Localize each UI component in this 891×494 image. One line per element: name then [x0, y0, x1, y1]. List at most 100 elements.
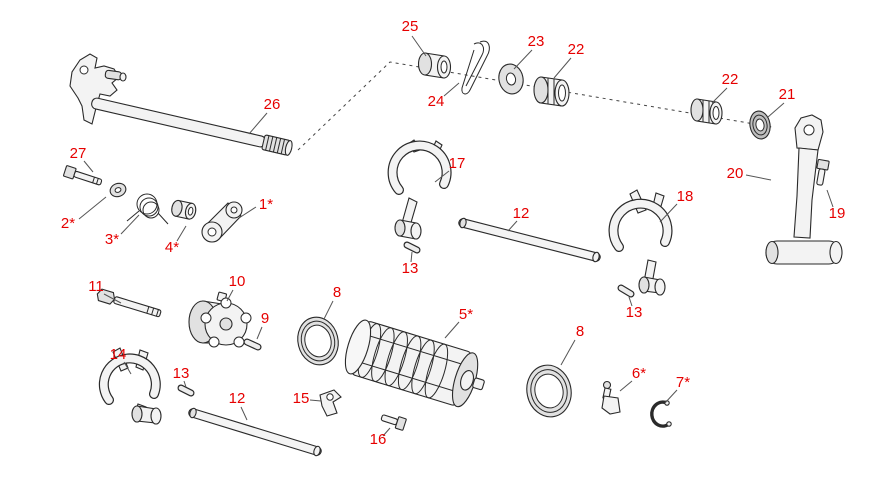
- shift-cam-10: [188, 291, 252, 348]
- parts-artwork: [63, 40, 843, 457]
- shift-link-1: [201, 201, 243, 243]
- pawl-15: [319, 389, 342, 417]
- callout-20-15: 20: [727, 165, 744, 182]
- leader-line-7star-26: [664, 389, 678, 404]
- leader-line-4star-12: [176, 225, 187, 242]
- leader-line-13-28: [183, 380, 187, 388]
- callout-9-21: 9: [261, 310, 269, 327]
- callout-12-13: 12: [513, 205, 530, 222]
- leader-line-22-2: [553, 57, 572, 79]
- leader-line-5star-23: [444, 321, 460, 339]
- bolt-19: [816, 158, 830, 186]
- bushing-25: [417, 52, 452, 79]
- callout-3star-11: 3*: [105, 231, 119, 248]
- bearing-22-left: [533, 76, 570, 107]
- leader-line-25-0: [411, 35, 427, 57]
- leader-line-22-4: [711, 87, 728, 104]
- callout-7star-26: 7*: [676, 374, 690, 391]
- bolt-16: [380, 414, 407, 431]
- callout-16-31: 16: [370, 431, 387, 448]
- callout-12-29: 12: [229, 390, 246, 407]
- leader-line-23-1: [513, 49, 533, 70]
- pin-9: [243, 338, 262, 351]
- leader-line-20-15: [745, 174, 772, 181]
- leader-line-26-6: [248, 112, 268, 135]
- collar-4: [171, 199, 197, 220]
- callout-1star-9: 1*: [259, 196, 273, 213]
- leader-line-2star-10: [78, 196, 107, 220]
- leader-line-24-3: [443, 82, 460, 97]
- washer-23: [498, 63, 524, 95]
- leader-line-13-18: [628, 296, 633, 307]
- pin-13-b: [617, 284, 635, 298]
- callout-13-28: 13: [173, 365, 190, 382]
- leader-line-10-20: [226, 289, 234, 302]
- leader-line-18-14: [659, 203, 678, 223]
- leader-line-15-30: [309, 399, 322, 402]
- bearing-22-right: [690, 98, 723, 125]
- callout-22-4: 22: [722, 71, 739, 88]
- shift-drum-5: [344, 319, 485, 408]
- torsion-spring-3: [126, 193, 169, 225]
- leader-line-27-7: [83, 160, 94, 173]
- detent-plunger-6: [601, 380, 621, 415]
- shift-fork-18: [608, 189, 673, 296]
- callout-10-20: 10: [229, 273, 246, 290]
- bearing-8-left: [297, 316, 339, 366]
- leader-line-12-29: [240, 406, 248, 421]
- callout-24-3: 24: [428, 93, 445, 110]
- callout-17-8: 17: [449, 155, 466, 172]
- shift-fork-14: [98, 347, 162, 425]
- pin-13-c: [177, 384, 195, 397]
- leader-line-19-16: [826, 189, 834, 208]
- callout-19-16: 19: [829, 205, 846, 222]
- leader-line-6star-25: [619, 380, 633, 392]
- shift-arm-plate: [69, 53, 127, 125]
- circlip-7: [650, 400, 672, 428]
- leader-line-13-17: [410, 251, 413, 263]
- leader-line-21-5: [767, 102, 785, 118]
- bolt-27: [63, 165, 103, 186]
- pin-13-a: [403, 241, 421, 254]
- bolt-11: [96, 288, 162, 318]
- assembly-centerline: [297, 61, 773, 151]
- seal-21: [749, 110, 771, 140]
- leader-line-16-31: [382, 427, 391, 437]
- callout-8-22: 8: [333, 284, 341, 301]
- callout-18-14: 18: [677, 188, 694, 205]
- leader-line-9-21: [256, 326, 263, 340]
- leader-line-17-8: [434, 170, 450, 183]
- callout-13-18: 13: [626, 304, 643, 321]
- fork-shaft-12-lower: [188, 407, 322, 457]
- callout-23-1: 23: [528, 33, 545, 50]
- shift-fork-17: [387, 139, 452, 240]
- shift-lever-20: [765, 114, 843, 265]
- callout-6star-25: 6*: [632, 365, 646, 382]
- bearing-8-right: [526, 364, 572, 418]
- callout-4star-12: 4*: [165, 239, 179, 256]
- fork-shaft-12-upper: [458, 217, 601, 263]
- leader-line-1star-9: [238, 206, 257, 219]
- callout-15-30: 15: [293, 390, 310, 407]
- washer-2: [109, 182, 127, 198]
- leader-line-8-22: [323, 300, 334, 320]
- callout-26-6: 26: [264, 96, 281, 113]
- leader-line-8-24: [560, 339, 576, 366]
- callout-14-27: 14: [110, 346, 127, 363]
- shift-shaft: [91, 97, 293, 156]
- callout-27-7: 27: [70, 145, 87, 162]
- leader-line-14-27: [123, 361, 132, 375]
- leader-line-12-13: [507, 220, 518, 232]
- leader-line-11-19: [103, 293, 122, 304]
- callout-13-17: 13: [402, 260, 419, 277]
- callout-25-0: 25: [402, 18, 419, 35]
- callout-8-24: 8: [576, 323, 584, 340]
- callout-21-5: 21: [779, 86, 796, 103]
- leader-line-3star-11: [120, 214, 140, 235]
- spring-clip-24: [461, 40, 490, 95]
- callout-22-2: 22: [568, 41, 585, 58]
- callout-2star-10: 2*: [61, 215, 75, 232]
